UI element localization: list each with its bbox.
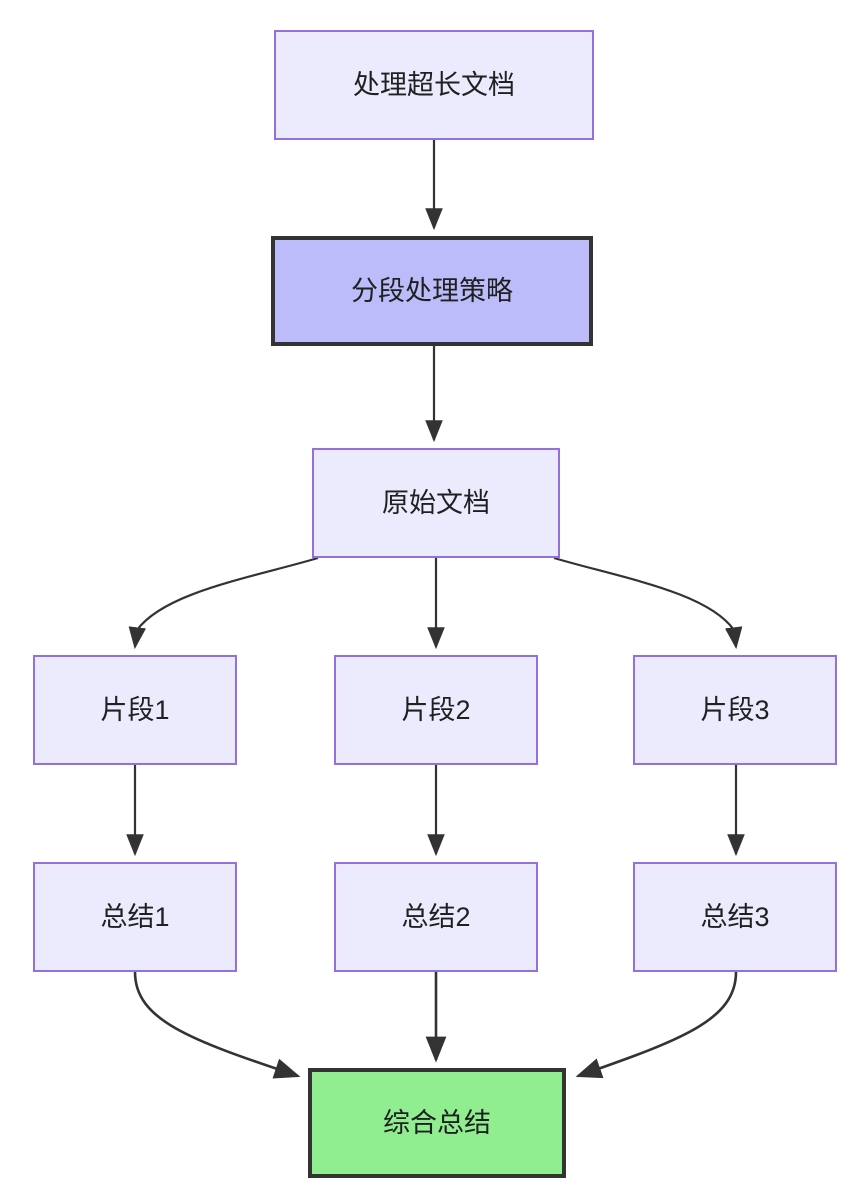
node-label: 总结1 (100, 901, 170, 932)
edge-source-to-frag3 (553, 556, 743, 650)
node-summary-1[interactable]: 总结1 (33, 862, 237, 972)
node-label: 片段1 (100, 694, 170, 725)
edge-sum3-to-final (575, 971, 738, 1079)
node-combined-summary[interactable]: 综合总结 (308, 1068, 566, 1178)
node-summary-3[interactable]: 总结3 (633, 862, 837, 972)
node-label: 处理超长文档 (353, 69, 515, 100)
node-label: 片段2 (401, 694, 471, 725)
node-label: 总结3 (700, 901, 770, 932)
node-fragment-1[interactable]: 片段1 (33, 655, 237, 765)
node-label: 原始文档 (382, 487, 490, 518)
node-label: 分段处理策略 (351, 275, 513, 306)
node-summary-2[interactable]: 总结2 (334, 862, 538, 972)
node-process-long-document[interactable]: 处理超长文档 (274, 30, 594, 140)
node-label: 综合总结 (383, 1107, 491, 1138)
edge-source-to-frag1 (128, 556, 319, 650)
node-source-document[interactable]: 原始文档 (312, 448, 560, 558)
edge-sum1-to-final (133, 971, 301, 1079)
node-fragment-2[interactable]: 片段2 (334, 655, 538, 765)
node-label: 片段3 (700, 694, 770, 725)
node-label: 总结2 (401, 901, 471, 932)
node-fragment-3[interactable]: 片段3 (633, 655, 837, 765)
node-chunking-strategy[interactable]: 分段处理策略 (271, 236, 593, 346)
